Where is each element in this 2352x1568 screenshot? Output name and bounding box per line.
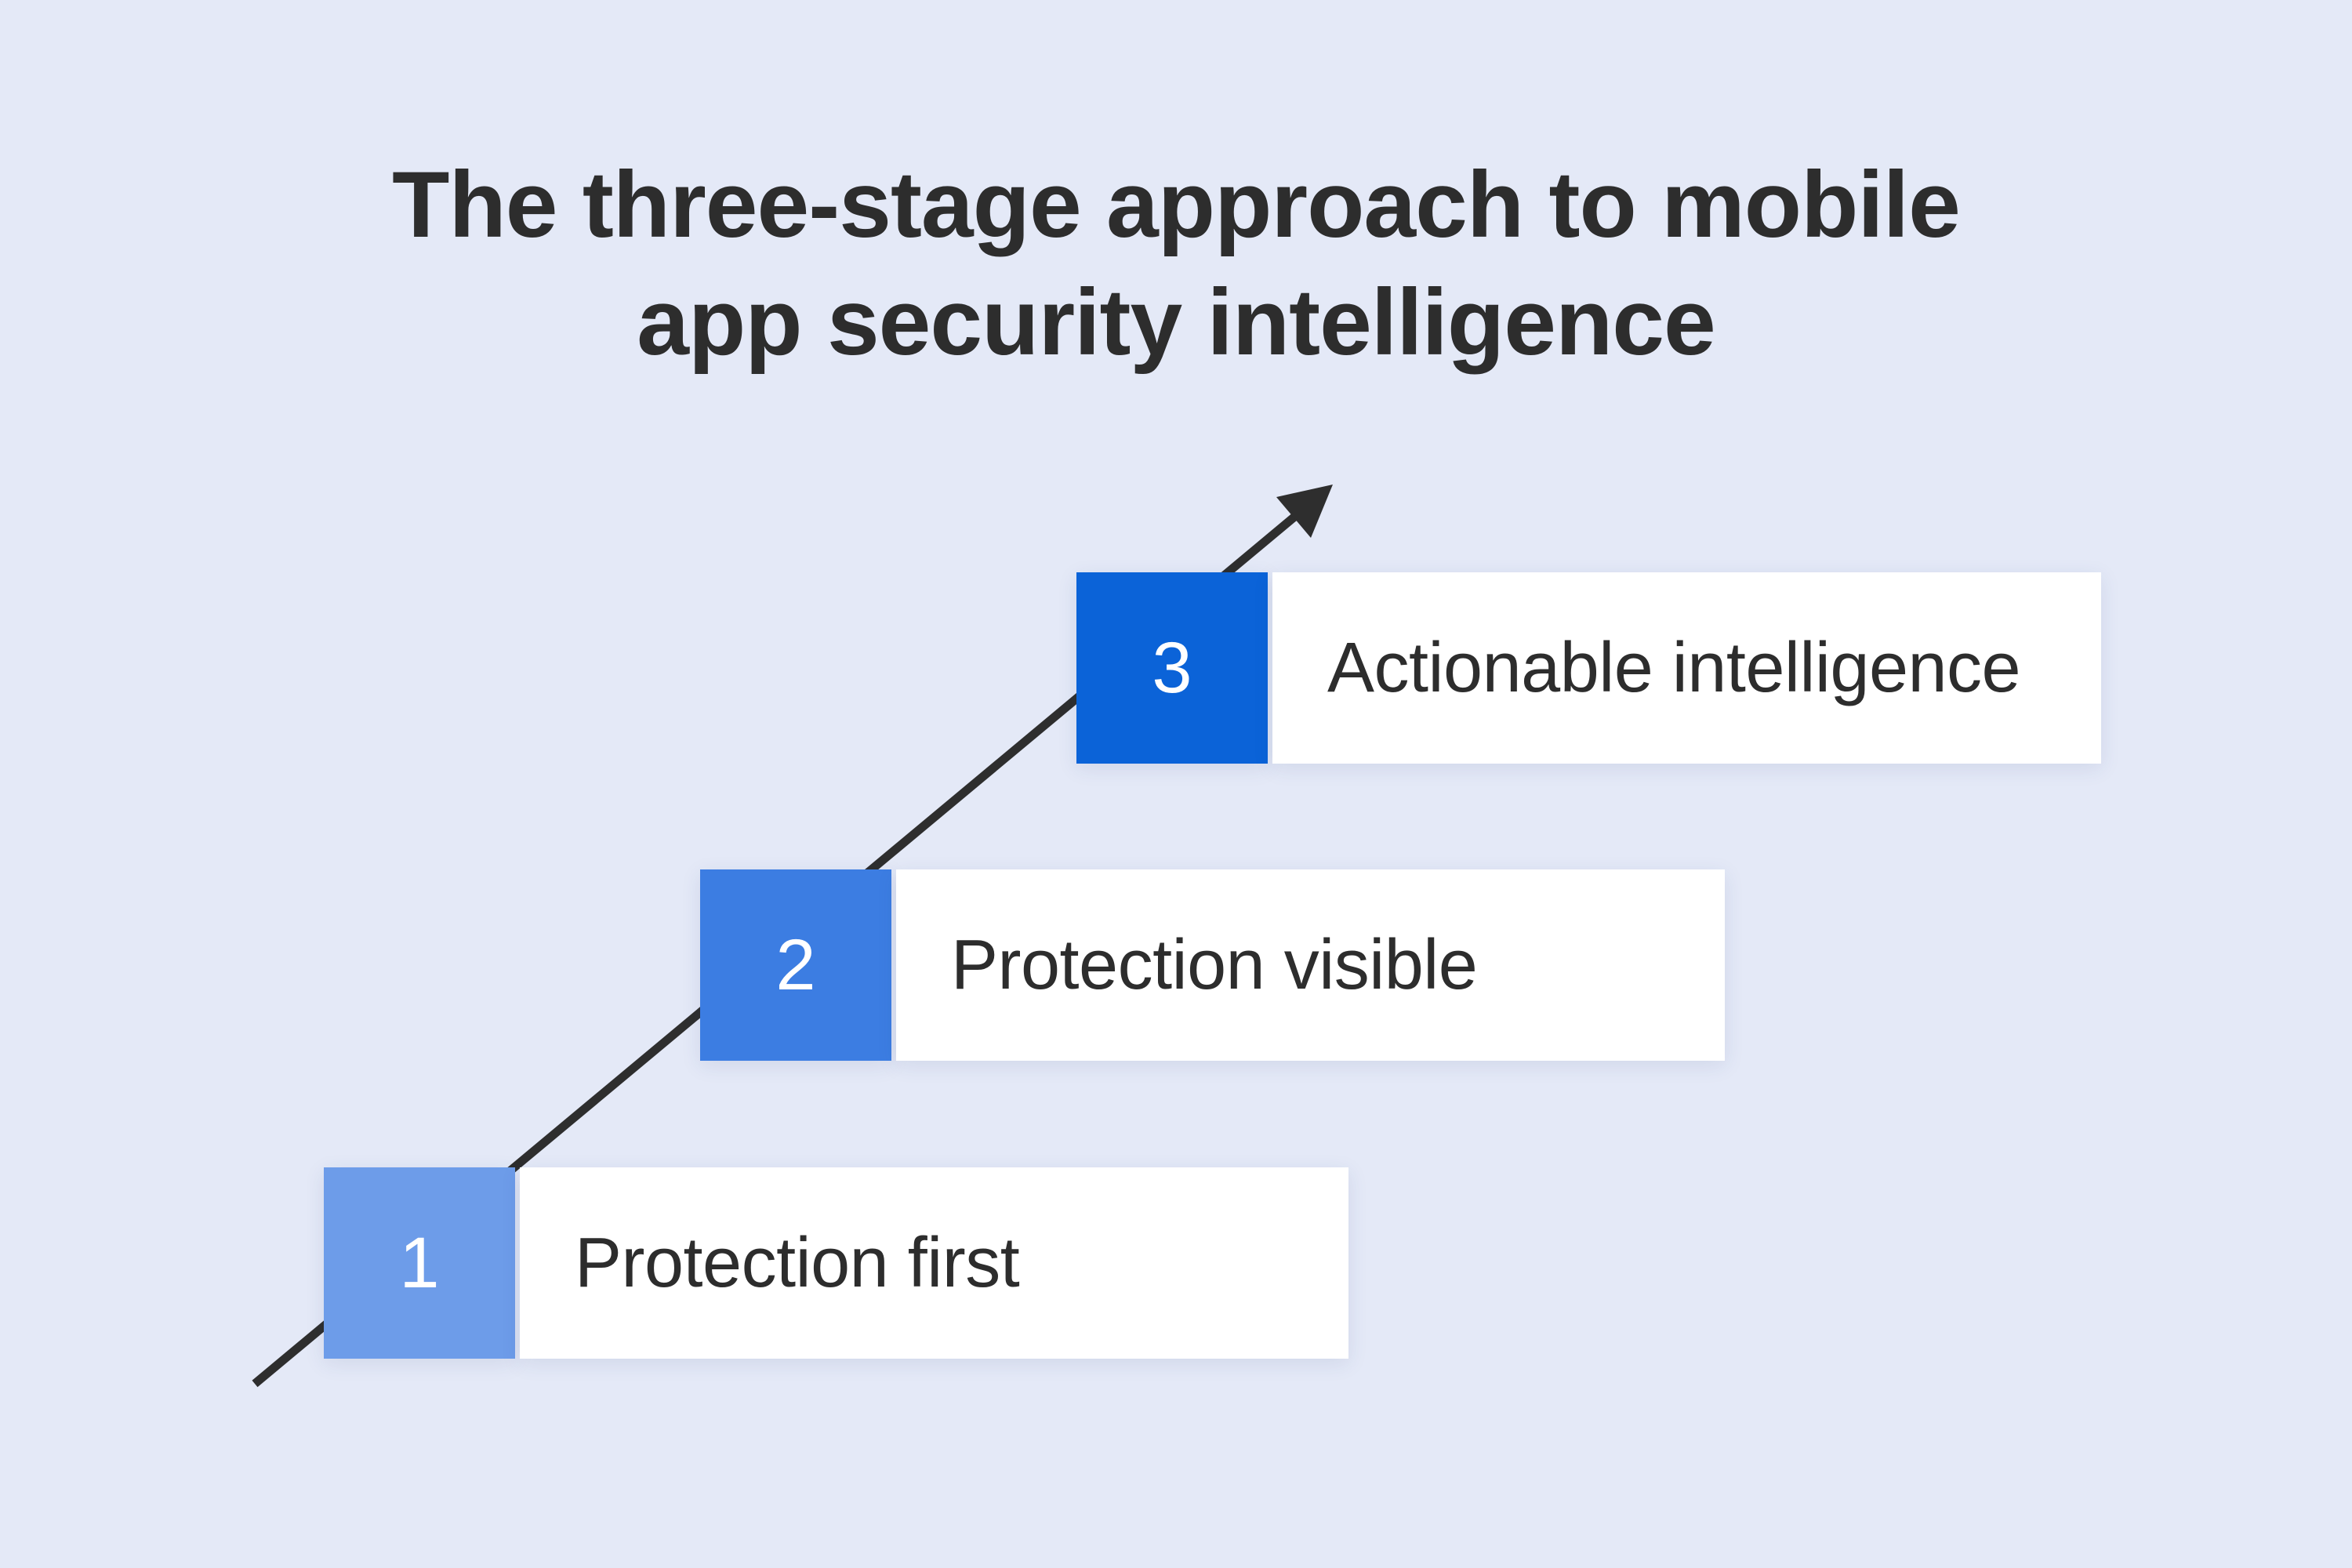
stage-row-2: 2 Protection visible [700, 869, 1725, 1061]
stage-3-number-badge: 3 [1076, 572, 1268, 764]
stage-2-number-badge: 2 [700, 869, 891, 1061]
stage-1-number-badge: 1 [324, 1167, 515, 1359]
page-title-line-2: app security intelligence [637, 270, 1715, 375]
stage-3-label-box: Actionable intelligence [1272, 572, 2101, 764]
arrow-head-icon [1276, 485, 1333, 538]
stage-1-label-box: Protection first [520, 1167, 1348, 1359]
stage-3-label: Actionable intelligence [1327, 628, 2021, 707]
stage-2-label-box: Protection visible [896, 869, 1725, 1061]
page-title: The three-stage approach to mobile app s… [0, 146, 2352, 381]
stage-row-3: 3 Actionable intelligence [1076, 572, 2101, 764]
page-title-line-1: The three-stage approach to mobile [392, 152, 1961, 257]
stage-2-label: Protection visible [951, 925, 1478, 1004]
stage-1-label: Protection first [575, 1223, 1020, 1302]
stage-row-1: 1 Protection first [324, 1167, 1348, 1359]
